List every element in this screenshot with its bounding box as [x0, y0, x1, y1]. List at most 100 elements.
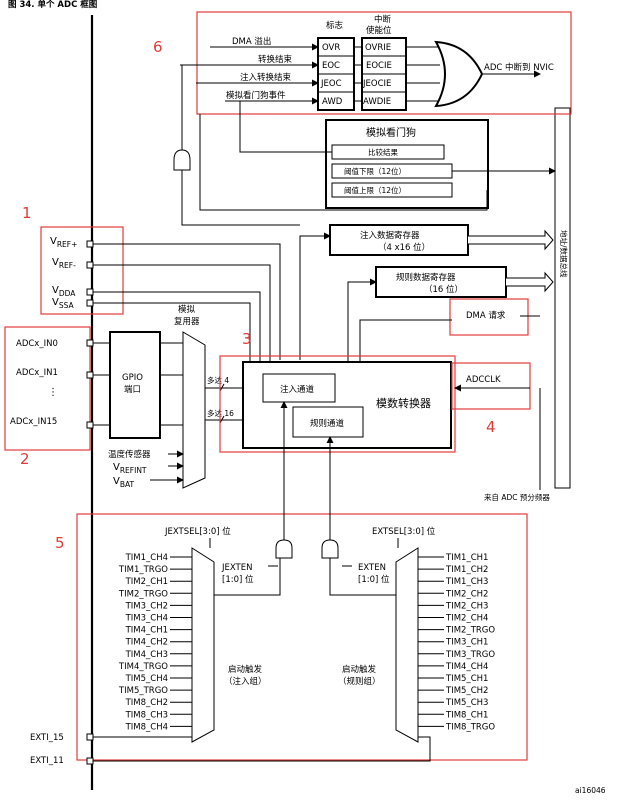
regular-signal-tim3-ch1: TIM3_CH1	[445, 638, 488, 648]
region-1-box	[40, 226, 124, 315]
regular-signal-tim1-ch2: TIM1_CH2	[445, 565, 488, 575]
flag-jeoc: JEOC	[320, 79, 342, 89]
jextsel-label: JEXTSEL[3:0] 位	[164, 526, 231, 537]
region-4-box	[451, 362, 531, 410]
event-dma-overrun: DMA 溢出	[232, 36, 271, 47]
regular-signal-tim1-ch3: TIM1_CH3	[445, 577, 488, 587]
injected-signal-tim5-trgo: TIM5_TRGO	[118, 686, 168, 696]
regular-signal-tim8-trgo: TIM8_TRGO	[445, 722, 495, 732]
regular-signal-tim2-ch4: TIM2_CH4	[445, 614, 488, 624]
exten-2: [1:0] 位	[358, 574, 390, 585]
regular-signal-tim8-ch1: TIM8_CH1	[445, 710, 488, 720]
injected-signal-tim8-ch2: TIM8_CH2	[125, 698, 168, 708]
region-2-box	[4, 326, 91, 451]
vbat: VBAT	[113, 476, 135, 489]
reference-pins: VREF+ VREF- VDDA VSSA	[50, 236, 281, 365]
regular-signal-tim3-trgo: TIM3_TRGO	[445, 650, 495, 660]
injected-signal-tim4-ch2: TIM4_CH2	[125, 638, 168, 648]
interrupt-rows: OVR EOC JEOC AWD OVRIE EOCIE JEOCIE AWDI…	[180, 36, 554, 111]
injected-data-register: 注入数据寄存器 （4 x16 位）	[299, 224, 554, 360]
regular-signal-tim5-ch1: TIM5_CH1	[445, 674, 488, 684]
watchdog-title: 模拟看门狗	[366, 126, 416, 139]
threshold-high-box	[331, 182, 453, 198]
vref-minus: VREF-	[52, 257, 76, 270]
enable-header-1: 中断	[374, 14, 392, 25]
regular-signal-tim1-ch1: TIM1_CH1	[445, 553, 488, 563]
region-number-1: 1	[22, 204, 32, 222]
vref-plus: VREF+	[50, 236, 77, 249]
regular-and-gate	[321, 539, 339, 559]
flag-header: 标志	[326, 20, 344, 31]
dma-request-box	[449, 298, 529, 336]
regular-signal-tim5-ch3: TIM5_CH3	[445, 698, 488, 708]
input-adcx-in0: ADCx_IN0	[16, 339, 58, 349]
region-6-box	[196, 11, 572, 115]
regular-signal-tim5-ch2: TIM5_CH2	[445, 686, 488, 696]
injected-signal-tim4-ch1: TIM4_CH1	[125, 626, 168, 636]
enable-header-2: 使能位	[366, 25, 392, 36]
regular-signal-tim2-ch3: TIM2_CH3	[445, 601, 488, 611]
extsel-label: EXTSEL[3:0] 位	[372, 526, 436, 537]
adcclk-label: ADCCLK	[466, 375, 501, 385]
injected-reg-line1: 注入数据寄存器	[360, 230, 420, 241]
injected-signal-tim4-ch3: TIM4_CH3	[125, 650, 168, 660]
compare-result: 比较结果	[368, 147, 398, 157]
figure-caption: 图 34. 单个 ADC 框图	[8, 0, 97, 10]
regular-trigger-label1: 启动触发	[342, 664, 377, 675]
region-3-box	[219, 355, 456, 453]
injected-and-gate	[275, 539, 293, 559]
flag-eoc: EOC	[322, 61, 340, 71]
analog-watchdog: 模拟看门狗 比较结果 阈值下限（12位） 阈值上限（12位）	[199, 101, 556, 211]
regular-signal-tim4-ch4: TIM4_CH4	[445, 662, 488, 672]
injected-reg-line2: （4 x16 位）	[378, 242, 430, 253]
ai-code: ai16046	[575, 786, 606, 795]
region-number-6: 6	[153, 38, 163, 56]
injected-channel-box	[262, 373, 336, 403]
mux-line2: 复用器	[174, 316, 200, 327]
prescaler-label: 来自 ADC 预分频器	[484, 492, 550, 502]
event-eoc: 转换结束	[258, 54, 293, 65]
injected-signal-tim1-trgo: TIM1_TRGO	[118, 565, 168, 575]
jexten-2: [1:0] 位	[222, 574, 254, 585]
address-data-bus	[554, 107, 571, 489]
injected-trigger-label1: 启动触发	[228, 664, 263, 675]
regular-signal-tim2-trgo: TIM2_TRGO	[445, 626, 495, 636]
input-adcx-in15: ADCx_IN15	[10, 417, 57, 427]
region-5-box	[76, 513, 528, 761]
enable-eocie: EOCIE	[366, 61, 392, 71]
event-awd: 模拟看门狗事件	[226, 90, 286, 101]
jexten-1: JEXTEN	[221, 563, 252, 573]
regular-signal-tim2-ch2: TIM2_CH2	[445, 589, 488, 599]
temp-sensor: 温度传感器	[108, 449, 151, 460]
vrefint: VREFINT	[113, 462, 147, 475]
injected-signal-tim2-ch1: TIM2_CH1	[125, 577, 168, 587]
region-number-4: 4	[486, 418, 496, 436]
nvic-output-label: ADC 中断到 NVIC	[484, 62, 554, 73]
injected-signal-tim3-ch2: TIM3_CH2	[125, 601, 168, 611]
enable-awdie: AWDIE	[363, 97, 391, 107]
injected-trigger-mux	[191, 547, 215, 743]
regular-data-register: 规则数据寄存器 （16 位）	[347, 266, 554, 410]
enable-jeocie: JEOCIE	[362, 79, 391, 89]
regular-channel: 规则通道	[310, 418, 345, 429]
injected-signal-tim2-trgo: TIM2_TRGO	[118, 589, 168, 599]
ellipsis-dots: ⋮	[48, 387, 58, 398]
injected-signal-tim1-ch4: TIM1_CH4	[125, 553, 168, 563]
bus-label: 地址/数据总线	[559, 230, 569, 278]
gpio-line1: GPIO	[122, 373, 143, 383]
gpio-line2: 端口	[124, 384, 141, 395]
exten-1: EXTEN	[358, 563, 386, 573]
injected-trigger-label2: （注入组）	[224, 676, 267, 687]
injected-signal-tim8-ch3: TIM8_CH3	[125, 710, 168, 720]
enable-ovrie: OVRIE	[365, 43, 391, 53]
injected-signal-tim4-trgo: TIM4_TRGO	[118, 662, 168, 672]
dma-request: DMA 请求	[466, 310, 506, 321]
region-number-3: 3	[242, 330, 252, 348]
regular-trigger-signals: TIM1_CH1TIM1_CH2TIM1_CH3TIM2_CH2TIM2_CH3…	[418, 553, 495, 732]
mux-up-to-4: 多达 4	[207, 375, 229, 385]
regular-trigger-label2: （规则组）	[338, 676, 381, 687]
vdda: VDDA	[52, 285, 76, 298]
vssa: VSSA	[52, 297, 75, 310]
flag-awd: AWD	[322, 97, 343, 107]
